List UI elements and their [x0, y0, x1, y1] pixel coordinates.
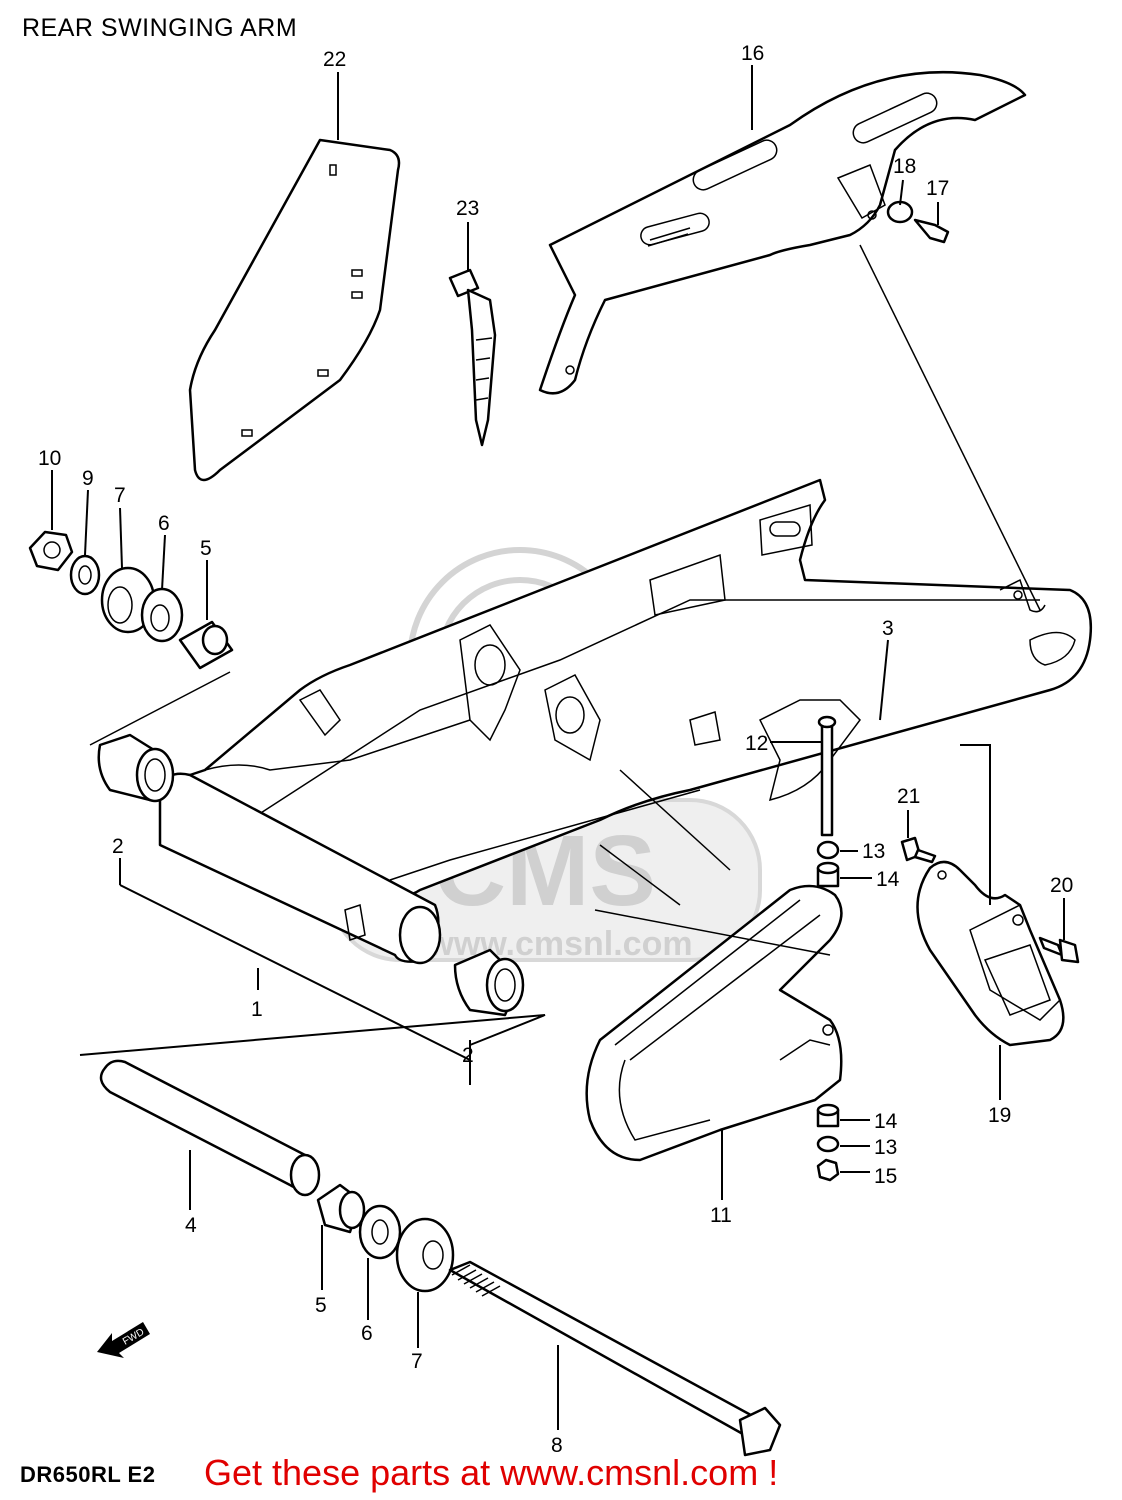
callout-22: 22: [323, 48, 346, 71]
callout-2: 2: [112, 835, 124, 858]
part-23-clamp[interactable]: [448, 268, 497, 447]
part-1-swing-arm[interactable]: [158, 478, 1093, 897]
callout-6-lower: 6: [361, 1322, 373, 1345]
fwd-arrow-label: FWD: [121, 1327, 146, 1348]
callout-15: 15: [874, 1165, 897, 1188]
callout-13: 13: [862, 840, 885, 863]
callout-3: 3: [882, 617, 894, 640]
part-13-washer-lower[interactable]: [816, 1135, 840, 1153]
callout-5-lower: 5: [315, 1294, 327, 1317]
part-2-bearing-upper[interactable]: [97, 733, 175, 803]
callout-6: 6: [158, 512, 170, 535]
part-16-chain-case[interactable]: [538, 70, 1027, 395]
part-19-chain-guide[interactable]: [916, 860, 1065, 1047]
part-17-bolt[interactable]: [913, 218, 950, 244]
callout-16: 16: [741, 42, 764, 65]
callout-7: 7: [114, 484, 126, 507]
callout-10: 10: [38, 447, 61, 470]
callout-8: 8: [551, 1434, 563, 1457]
part-6-washer[interactable]: [140, 587, 184, 643]
part-22-guard-plate[interactable]: [188, 138, 401, 482]
callout-14: 14: [876, 868, 900, 891]
callout-23: 23: [456, 197, 479, 220]
callout-9: 9: [82, 467, 94, 490]
part-2-bearing-lower[interactable]: [453, 948, 525, 1017]
callout-20: 20: [1050, 874, 1073, 897]
callout-5: 5: [200, 537, 212, 560]
callout-19: 19: [988, 1104, 1011, 1127]
callout-4: 4: [185, 1214, 197, 1237]
part-15-nut[interactable]: [816, 1158, 840, 1182]
callout-21: 21: [897, 785, 920, 808]
callout-11: 11: [710, 1204, 732, 1227]
part-4-sleeve[interactable]: [99, 1059, 321, 1197]
callout-12: 12: [745, 732, 768, 755]
leader-lines: [51, 65, 1065, 1430]
part-11-chain-slider[interactable]: [585, 884, 843, 1162]
callout-14-lower: 14: [874, 1110, 898, 1133]
part-7-seal-lower[interactable]: [395, 1217, 455, 1293]
callout-labels: 22 16 23 18 17 10 9 7 6 5 3 12 21 13 14 …: [38, 42, 1073, 1457]
part-9-washer[interactable]: [69, 554, 101, 596]
part-6-washer-lower[interactable]: [358, 1204, 402, 1260]
cta-link[interactable]: Get these parts at www.cmsnl.com !: [204, 1452, 779, 1493]
callout-18: 18: [893, 155, 916, 178]
part-14-collar-lower[interactable]: [816, 1103, 840, 1128]
part-20-bolt[interactable]: [1038, 936, 1080, 964]
callout-2-lower: 2: [462, 1044, 474, 1067]
callout-17: 17: [926, 177, 949, 200]
part-8-pivot-bolt[interactable]: [448, 1260, 782, 1457]
callout-1: 1: [251, 998, 263, 1021]
fwd-arrow-icon: FWD: [97, 1322, 150, 1358]
part-14-collar-upper[interactable]: [816, 861, 840, 888]
watermark-url: www.cmsnl.com: [426, 925, 692, 963]
callout-7-lower: 7: [411, 1350, 423, 1373]
part-21-bolt[interactable]: [900, 836, 937, 864]
part-5-spacer[interactable]: [178, 620, 234, 670]
part-1-pivot-tube[interactable]: [158, 772, 442, 965]
model-code: DR650RL E2: [20, 1462, 156, 1487]
callout-13-lower: 13: [874, 1136, 897, 1159]
part-12-bolt[interactable]: [817, 715, 837, 837]
part-5-spacer-lower[interactable]: [316, 1183, 366, 1234]
part-10-nut[interactable]: [28, 530, 74, 572]
part-13-washer-upper[interactable]: [816, 840, 840, 860]
page-title: REAR SWINGING ARM: [22, 14, 298, 42]
